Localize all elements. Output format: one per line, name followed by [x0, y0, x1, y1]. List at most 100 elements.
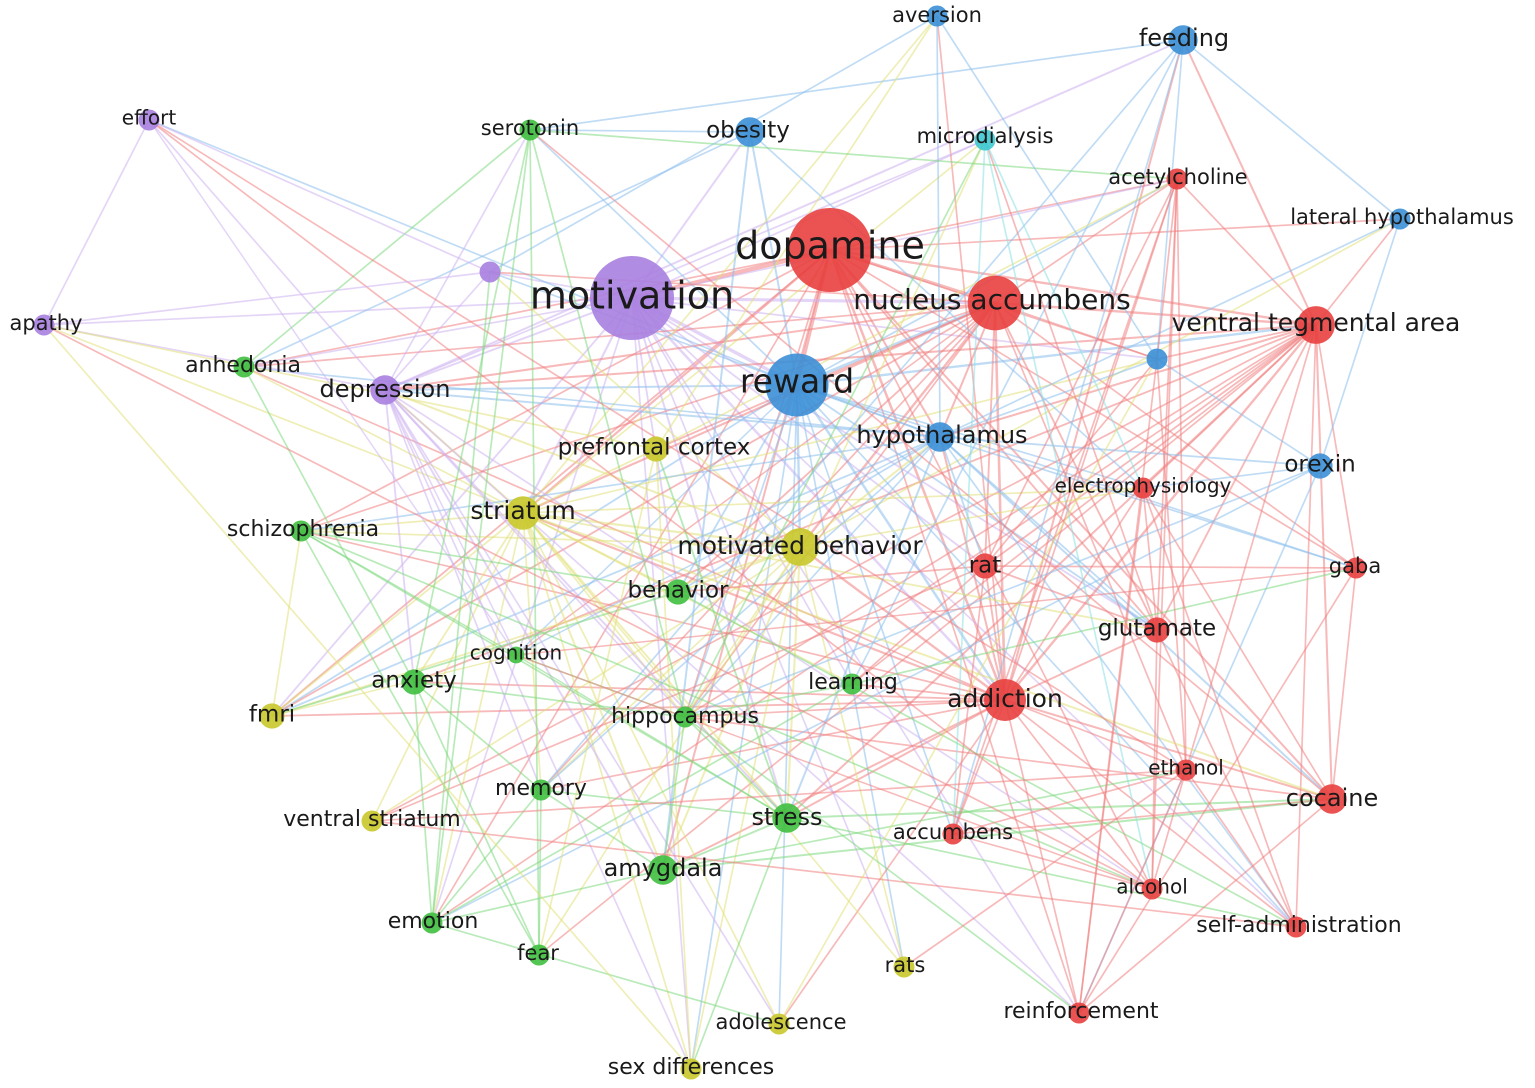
- label-alcohol[interactable]: alcohol: [1116, 875, 1188, 899]
- label-hippocampus[interactable]: hippocampus: [611, 704, 759, 729]
- label-ethanol[interactable]: ethanol: [1148, 756, 1224, 780]
- node-adolescence[interactable]: [768, 1013, 790, 1035]
- label-gaba[interactable]: gaba: [1329, 554, 1381, 578]
- node-ethanol[interactable]: [1175, 759, 1197, 781]
- node-rat[interactable]: [972, 553, 998, 579]
- label-motivated-behavior[interactable]: motivated behavior: [677, 531, 923, 560]
- node-sex-differences[interactable]: [680, 1058, 702, 1080]
- node-purple-unlabeled[interactable]: [479, 261, 501, 283]
- node-electrophysiology[interactable]: [1132, 477, 1154, 499]
- node-anxiety[interactable]: [401, 669, 427, 695]
- node-ventral-tegmental-area[interactable]: [1297, 306, 1335, 344]
- label-effort[interactable]: effort: [122, 106, 177, 130]
- node-acetylcholine[interactable]: [1166, 168, 1188, 190]
- node-alcohol[interactable]: [1141, 878, 1163, 900]
- node-stress[interactable]: [772, 803, 802, 833]
- label-schizophrenia[interactable]: schizophrenia: [227, 517, 379, 542]
- label-acetylcholine[interactable]: acetylcholine: [1108, 165, 1247, 189]
- node-anhedonia[interactable]: [233, 356, 255, 378]
- label-nucleus-accumbens[interactable]: nucleus accumbens: [853, 283, 1130, 316]
- label-memory[interactable]: memory: [495, 776, 587, 801]
- label-anhedonia[interactable]: anhedonia: [185, 353, 301, 378]
- node-apathy[interactable]: [33, 314, 55, 336]
- label-striatum[interactable]: striatum: [470, 496, 575, 525]
- label-obesity[interactable]: obesity: [706, 118, 790, 144]
- label-fmri[interactable]: fmri: [249, 702, 295, 728]
- label-sex-differences[interactable]: sex differences: [608, 1055, 775, 1080]
- label-motivation[interactable]: motivation: [530, 274, 734, 318]
- node-memory[interactable]: [530, 779, 552, 801]
- node-self-administration[interactable]: [1285, 916, 1307, 938]
- node-hippocampus[interactable]: [674, 706, 696, 728]
- node-striatum[interactable]: [506, 496, 540, 530]
- label-cognition[interactable]: cognition: [470, 641, 562, 665]
- node-prefrontal-cortex[interactable]: [643, 436, 669, 462]
- node-blue-unlabeled[interactable]: [1146, 348, 1168, 370]
- node-motivation[interactable]: [590, 256, 674, 340]
- node-dopamine[interactable]: [788, 208, 872, 292]
- label-addiction[interactable]: addiction: [947, 684, 1063, 713]
- node-motivated-behavior[interactable]: [781, 528, 819, 566]
- node-reward[interactable]: [765, 353, 829, 417]
- node-orexin[interactable]: [1307, 453, 1333, 479]
- node-depression[interactable]: [370, 375, 400, 405]
- label-electrophysiology[interactable]: electrophysiology: [1055, 474, 1232, 498]
- node-rats[interactable]: [893, 956, 915, 978]
- label-orexin[interactable]: orexin: [1284, 452, 1355, 478]
- node-gaba[interactable]: [1345, 557, 1367, 579]
- node-ventral-striatum[interactable]: [361, 810, 383, 832]
- label-ventral-striatum[interactable]: ventral striatum: [283, 807, 460, 832]
- label-apathy[interactable]: apathy: [9, 311, 82, 335]
- label-cocaine[interactable]: cocaine: [1286, 784, 1378, 812]
- label-dopamine[interactable]: dopamine: [735, 224, 925, 268]
- edge-depression-cognition: [384, 389, 517, 656]
- label-aversion[interactable]: aversion: [892, 3, 982, 27]
- label-depression[interactable]: depression: [320, 375, 451, 403]
- node-fear[interactable]: [528, 944, 550, 966]
- node-behavior[interactable]: [665, 579, 691, 605]
- label-reinforcement[interactable]: reinforcement: [1003, 999, 1158, 1024]
- label-learning[interactable]: learning: [808, 670, 898, 695]
- node-cognition[interactable]: [507, 646, 525, 664]
- label-serotonin[interactable]: serotonin: [481, 116, 579, 140]
- label-hypothalamus[interactable]: hypothalamus: [856, 421, 1027, 449]
- label-ventral-tegmental-area[interactable]: ventral tegmental area: [1172, 308, 1461, 337]
- label-glutamate[interactable]: glutamate: [1098, 616, 1216, 642]
- node-microdialysis[interactable]: [974, 129, 996, 151]
- node-hypothalamus[interactable]: [925, 422, 955, 452]
- node-aversion[interactable]: [926, 5, 948, 27]
- label-adolescence[interactable]: adolescence: [716, 1010, 847, 1034]
- label-microdialysis[interactable]: microdialysis: [917, 124, 1054, 148]
- edge-gaba-cognition: [515, 567, 1357, 656]
- node-emotion[interactable]: [421, 912, 443, 934]
- node-reinforcement[interactable]: [1068, 1002, 1090, 1024]
- label-rat[interactable]: rat: [969, 553, 1002, 579]
- node-cocaine[interactable]: [1317, 784, 1347, 814]
- label-behavior[interactable]: behavior: [628, 578, 729, 604]
- label-lateral-hypothalamus[interactable]: lateral hypothalamus: [1290, 205, 1514, 229]
- node-addiction[interactable]: [984, 679, 1026, 721]
- node-serotonin[interactable]: [519, 119, 541, 141]
- label-accumbens[interactable]: accumbens: [893, 820, 1013, 844]
- node-feeding[interactable]: [1168, 25, 1198, 55]
- node-amygdala[interactable]: [648, 855, 678, 885]
- label-amygdala[interactable]: amygdala: [604, 854, 723, 882]
- label-fear[interactable]: fear: [517, 941, 559, 965]
- node-nucleus-accumbens[interactable]: [967, 275, 1023, 331]
- label-anxiety[interactable]: anxiety: [371, 668, 456, 694]
- label-emotion[interactable]: emotion: [388, 909, 479, 934]
- label-self-administration[interactable]: self-administration: [1196, 913, 1401, 938]
- node-schizophrenia[interactable]: [290, 520, 312, 542]
- label-feeding[interactable]: feeding: [1139, 24, 1229, 52]
- node-learning[interactable]: [841, 673, 863, 695]
- node-obesity[interactable]: [735, 117, 765, 147]
- node-fmri[interactable]: [259, 703, 285, 729]
- label-rats[interactable]: rats: [885, 953, 926, 977]
- label-stress[interactable]: stress: [751, 803, 822, 831]
- node-glutamate[interactable]: [1144, 617, 1170, 643]
- node-accumbens[interactable]: [942, 823, 964, 845]
- label-prefrontal-cortex[interactable]: prefrontal cortex: [558, 435, 751, 461]
- node-lateral-hypothalamus[interactable]: [1389, 208, 1411, 230]
- node-effort[interactable]: [138, 109, 160, 131]
- label-reward[interactable]: reward: [740, 362, 854, 401]
